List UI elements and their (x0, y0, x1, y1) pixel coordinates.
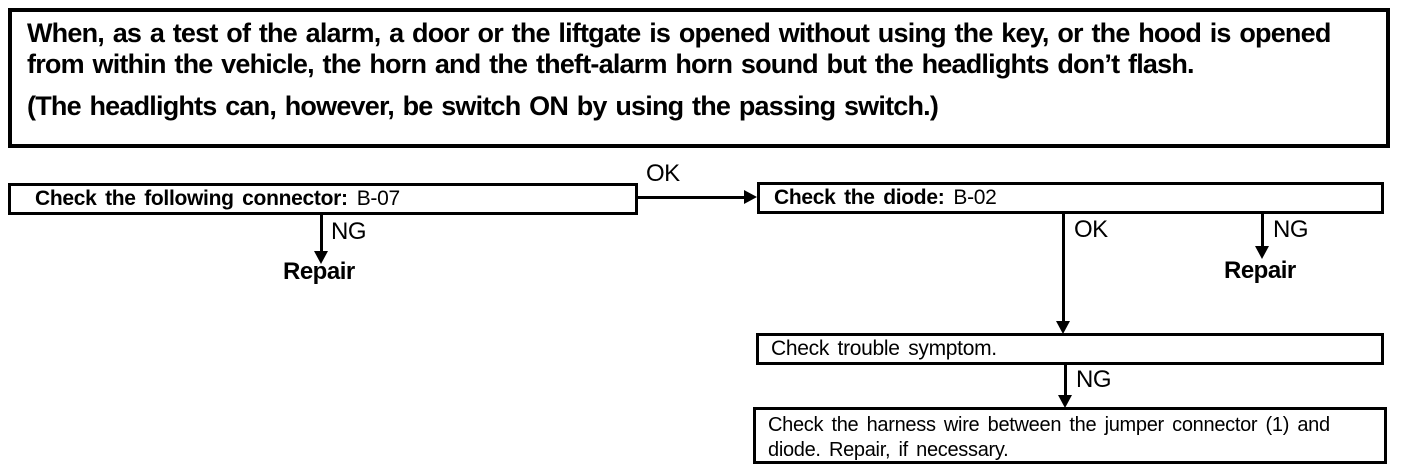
ok-connector-line (637, 196, 747, 199)
flow-box-trouble-symptom: Check trouble symptom. (756, 333, 1384, 365)
trouble-symptom-text: Check trouble symptom. (771, 337, 997, 360)
arrow-down-icon-1 (314, 251, 328, 264)
problem-note-text: (The headlights can, however, be switch … (27, 91, 939, 122)
flow-box-harness-check: Check the harness wire between the jumpe… (753, 407, 1387, 464)
repair-result-1: Repair (283, 258, 355, 285)
repair-result-2: Repair (1224, 257, 1296, 284)
arrow-down-icon-2 (1056, 321, 1070, 334)
arrow-right-icon (744, 190, 757, 204)
ng-connector-line-2 (1261, 214, 1264, 248)
edge-label-ok-2: OK (1074, 216, 1108, 243)
flow-box-connector-check: Check the following connector: B-07 (8, 183, 638, 215)
diode-check-value: B-02 (953, 186, 997, 209)
connector-check-label: Check the following connector: (35, 187, 348, 210)
edge-label-ok-1: OK (646, 160, 680, 187)
edge-label-ng-1: NG (331, 218, 367, 245)
flow-box-diode-check: Check the diode: B-02 (757, 182, 1384, 214)
arrow-down-icon-4 (1058, 395, 1072, 408)
problem-statement-text: When, as a test of the alarm, a door or … (27, 18, 1331, 80)
diode-check-label: Check the diode: (774, 186, 945, 209)
edge-label-ng-2: NG (1273, 216, 1309, 243)
connector-check-value: B-07 (356, 187, 400, 210)
problem-statement-box: When, as a test of the alarm, a door or … (8, 8, 1390, 148)
ng-connector-line-1 (320, 215, 323, 254)
ng-connector-line-3 (1064, 365, 1067, 398)
edge-label-ng-3: NG (1076, 366, 1112, 393)
harness-check-text: Check the harness wire between the jumpe… (768, 414, 1330, 461)
arrow-down-icon-3 (1255, 246, 1269, 259)
ok-connector-line-2 (1062, 214, 1065, 324)
